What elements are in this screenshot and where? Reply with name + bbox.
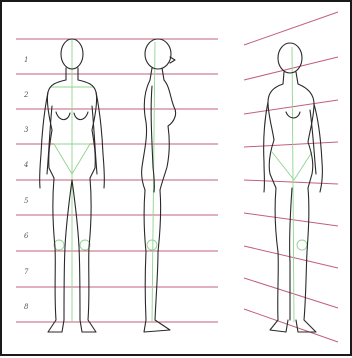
perspective-line-3: [244, 142, 338, 147]
row-number-7: 7: [24, 268, 29, 276]
perspective-line-1: [244, 57, 338, 80]
perspective-line-8: [244, 309, 338, 342]
three-quarter-view-figure: [264, 43, 323, 332]
side-view-figure: [142, 39, 176, 332]
perspective-line-7: [244, 278, 338, 308]
row-number-2: 2: [23, 91, 29, 99]
perspective-line-5: [244, 213, 338, 226]
row-number-1: 1: [24, 56, 28, 64]
perspective-line-2: [244, 100, 338, 114]
row-number-4: 4: [23, 161, 28, 169]
row-number-8: 8: [24, 303, 29, 311]
perspective-line-4: [244, 180, 338, 184]
perspective-line-6: [244, 246, 338, 268]
perspective-line-0: [244, 12, 338, 45]
front-side-guide-lines: [16, 39, 218, 322]
row-numbers: 1 2 3 4 5 6 7 8: [23, 56, 29, 311]
row-number-6: 6: [24, 232, 29, 240]
perspective-guide-lines: [244, 12, 338, 342]
front-view-figure: [40, 39, 105, 332]
row-number-5: 5: [24, 197, 29, 205]
row-number-3: 3: [24, 126, 29, 134]
